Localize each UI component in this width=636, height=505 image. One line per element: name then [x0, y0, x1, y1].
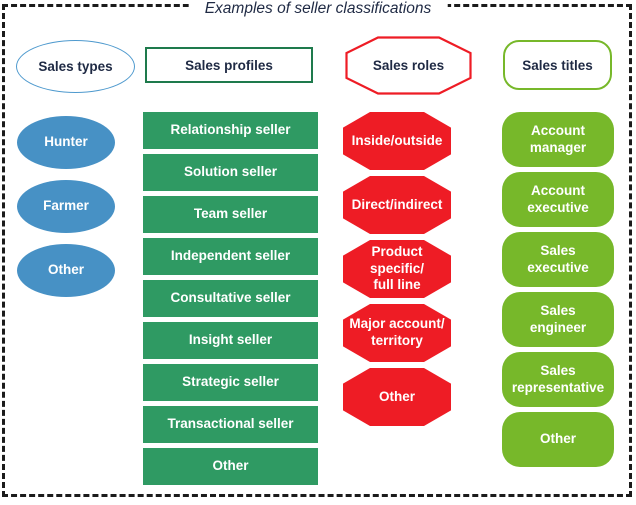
column-header-label: Sales profiles — [185, 57, 273, 73]
sales-profile-item: Consultative seller — [143, 280, 318, 317]
sales-profile-item: Independent seller — [143, 238, 318, 275]
sales-profile-item: Solution seller — [143, 154, 318, 191]
sales-types-list: Hunter Farmer Other — [17, 0, 115, 297]
page-title: Examples of seller classifications — [188, 0, 448, 18]
column-sales-roles: Sales roles Inside/outside Direct/indire… — [340, 0, 472, 505]
column-header-label: Sales types — [38, 59, 113, 74]
sales-title-item: Other — [502, 412, 614, 467]
sales-role-item: Major account/ territory — [343, 304, 451, 362]
sales-role-item: Inside/outside — [343, 112, 451, 170]
sales-profile-item: Transactional seller — [143, 406, 318, 443]
sales-profile-item: Other — [143, 448, 318, 485]
column-header-sales-profiles: Sales profiles — [145, 47, 313, 83]
column-header-label: Sales roles — [372, 58, 445, 73]
sales-profile-item: Relationship seller — [143, 112, 318, 149]
sales-title-item: Sales executive — [502, 232, 614, 287]
sales-title-item: Account executive — [502, 172, 614, 227]
sales-role-item: Other — [343, 368, 451, 426]
sales-profile-item: Strategic seller — [143, 364, 318, 401]
sales-title-item: Sales representative — [502, 352, 614, 407]
sales-role-item: Direct/indirect — [343, 176, 451, 234]
column-sales-titles: Sales titles Account manager Account exe… — [502, 0, 614, 505]
sales-titles-list: Account manager Account executive Sales … — [502, 0, 614, 467]
sales-profile-item: Team seller — [143, 196, 318, 233]
column-header-sales-types: Sales types — [16, 40, 135, 93]
sales-roles-list: Inside/outside Direct/indirect Product s… — [343, 0, 451, 426]
column-header-sales-titles: Sales titles — [503, 40, 612, 90]
column-header-label: Sales titles — [522, 57, 593, 73]
column-sales-types: Sales types Hunter Farmer Other — [14, 0, 138, 505]
sales-title-item: Sales engineer — [502, 292, 614, 347]
column-header-sales-roles: Sales roles — [345, 36, 472, 95]
sales-type-item: Farmer — [17, 180, 115, 233]
sales-title-item: Account manager — [502, 112, 614, 167]
sales-profiles-list: Relationship seller Solution seller Team… — [143, 0, 318, 485]
sales-type-item: Hunter — [17, 116, 115, 169]
sales-role-item: Product specific/ full line — [343, 240, 451, 298]
sales-type-item: Other — [17, 244, 115, 297]
octagon-outline-icon — [345, 36, 472, 95]
sales-profile-item: Insight seller — [143, 322, 318, 359]
column-sales-profiles: Sales profiles Relationship seller Solut… — [143, 0, 318, 505]
